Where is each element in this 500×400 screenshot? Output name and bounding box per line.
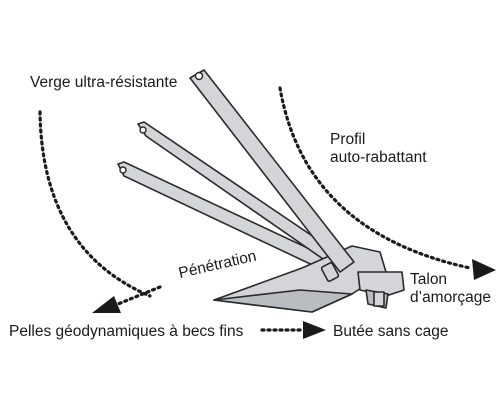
fluke-arrowhead bbox=[92, 296, 121, 313]
heel-label: Talon d’amorçage bbox=[410, 271, 491, 307]
fluke-arrow bbox=[92, 285, 162, 313]
profile-arc bbox=[278, 86, 496, 280]
shank-label: Verge ultra-résistante bbox=[30, 74, 178, 91]
main-shank bbox=[189, 69, 355, 282]
shank-arc bbox=[38, 110, 152, 298]
profile-arrowhead bbox=[472, 259, 496, 280]
heel-bracket bbox=[357, 271, 405, 309]
heel-label-line2: d’amorçage bbox=[410, 288, 491, 306]
profile-label: Profil auto-rabattant bbox=[330, 131, 427, 167]
profile-label-line1: Profil bbox=[330, 131, 366, 148]
stop-label: Butée sans cage bbox=[333, 323, 449, 340]
heel-label-line1: Talon bbox=[410, 271, 448, 288]
flukes-label: Pelles géodynamiques à becs fins bbox=[9, 323, 244, 340]
stop-arrow bbox=[260, 321, 326, 339]
stop-arrowhead bbox=[303, 321, 326, 339]
profile-label-line2: auto-rabattant bbox=[330, 148, 427, 166]
